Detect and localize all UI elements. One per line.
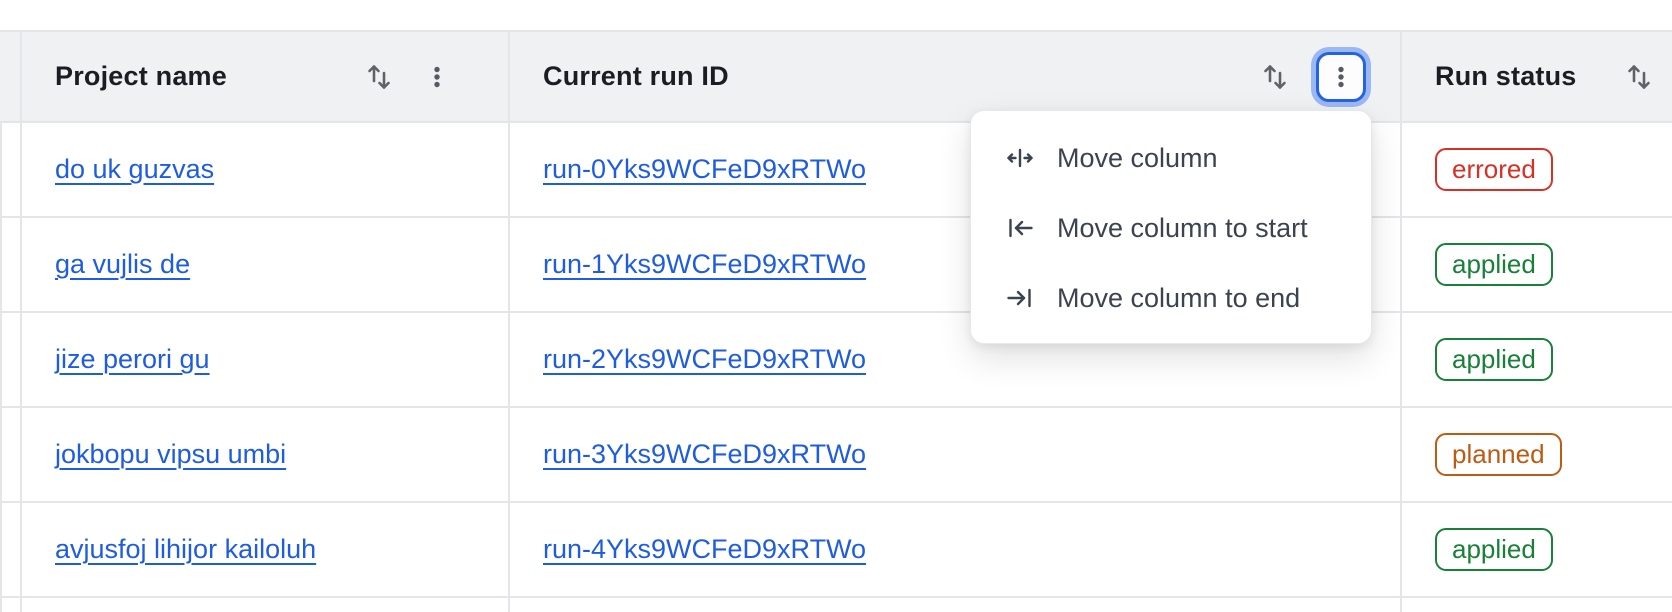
run-id-cell: run-1Yks9WCFeD9xRTWo [510,218,1402,311]
menu-item-label: Move column [1057,142,1218,173]
run-id-link[interactable]: run-2Yks9WCFeD9xRTWo [543,344,867,374]
sort-button[interactable] [1622,60,1656,94]
project-name-cell: jize perori gu [22,313,510,406]
project-name-cell: jokbopu vipsu umbi [22,408,510,501]
gutter-cell [0,503,22,596]
move-column-to-start-icon [1005,213,1035,243]
run-status-badge: errored [1435,148,1553,191]
table-header-row: Project name Current run ID [0,30,1672,123]
run-status-cell: applied [1402,313,1672,406]
column-context-menu: Move column Move column to start Move co… [970,110,1372,344]
table-row: do uk guzvas run-0Yks9WCFeD9xRTWo errore… [0,123,1672,218]
table-row: jize perori gu run-2Yks9WCFeD9xRTWo appl… [0,313,1672,408]
run-status-badge: applied [1435,338,1553,381]
run-id-cell: run-4Yks9WCFeD9xRTWo [510,503,1402,596]
table-row-partial [0,598,1672,612]
run-status-cell: applied [1402,218,1672,311]
table-row: avjusfoj lihijor kailoluh run-4Yks9WCFeD… [0,503,1672,598]
run-status-cell [1402,598,1672,612]
column-label: Current run ID [543,61,729,91]
sort-button[interactable] [362,60,396,94]
menu-item-move-column-to-end[interactable]: Move column to end [971,263,1371,333]
run-status-badge: applied [1435,243,1553,286]
run-id-link[interactable]: run-0Yks9WCFeD9xRTWo [543,154,867,184]
menu-item-move-column[interactable]: Move column [971,123,1371,193]
project-name-cell [22,598,510,612]
run-status-badge: applied [1435,528,1553,571]
menu-item-move-column-to-start[interactable]: Move column to start [971,193,1371,263]
sort-icon [368,64,390,89]
project-link[interactable]: jize perori gu [55,344,210,374]
gutter-cell [0,123,22,216]
run-id-cell [510,598,1402,612]
kebab-icon [434,66,440,87]
run-id-link[interactable]: run-4Yks9WCFeD9xRTWo [543,534,867,564]
project-link[interactable]: ga vujlis de [55,249,191,279]
project-link[interactable]: jokbopu vipsu umbi [55,439,287,469]
project-name-cell: avjusfoj lihijor kailoluh [22,503,510,596]
table-row: ga vujlis de run-1Yks9WCFeD9xRTWo applie… [0,218,1672,313]
sort-button[interactable] [1258,60,1292,94]
gutter-cell [0,218,22,311]
column-menu-button-open[interactable] [1316,51,1366,102]
sort-icon [1264,64,1286,89]
table-left-border [0,30,2,612]
project-link[interactable]: do uk guzvas [55,154,215,184]
move-column-icon [1005,143,1035,173]
sort-icon [1628,64,1650,89]
gutter-cell [0,408,22,501]
column-header-run-status: Run status [1402,32,1672,121]
run-id-cell: run-0Yks9WCFeD9xRTWo [510,123,1402,216]
run-id-cell: run-2Yks9WCFeD9xRTWo [510,313,1402,406]
project-name-cell: do uk guzvas [22,123,510,216]
run-id-link[interactable]: run-1Yks9WCFeD9xRTWo [543,249,867,279]
project-link[interactable]: avjusfoj lihijor kailoluh [55,534,317,564]
run-status-cell: errored [1402,123,1672,216]
menu-item-label: Move column to end [1057,282,1301,313]
gutter-cell [0,598,22,612]
table-row: jokbopu vipsu umbi run-3Yks9WCFeD9xRTWo … [0,408,1672,503]
gutter-header-cell [0,32,22,121]
run-status-cell: planned [1402,408,1672,501]
menu-item-label: Move column to start [1057,212,1308,243]
column-label: Run status [1435,61,1577,91]
run-status-cell: applied [1402,503,1672,596]
move-column-to-end-icon [1005,283,1035,313]
run-status-badge: planned [1435,433,1562,476]
column-menu-button[interactable] [422,62,452,92]
run-id-link[interactable]: run-3Yks9WCFeD9xRTWo [543,439,867,469]
gutter-cell [0,313,22,406]
run-id-cell: run-3Yks9WCFeD9xRTWo [510,408,1402,501]
project-name-cell: ga vujlis de [22,218,510,311]
kebab-icon [1338,66,1344,87]
column-label: Project name [55,61,227,91]
column-header-current-run-id: Current run ID [510,32,1402,121]
table-body: do uk guzvas run-0Yks9WCFeD9xRTWo errore… [0,123,1672,612]
column-header-project-name: Project name [22,32,510,121]
